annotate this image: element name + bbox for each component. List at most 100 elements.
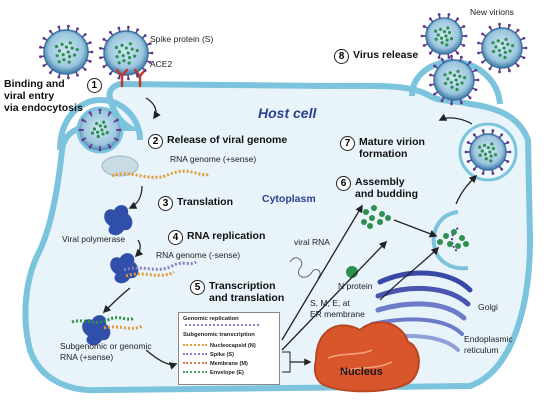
rna-dot [483,152,488,156]
label-spike-protein: Spike protein (S) [150,34,214,44]
spike-protein-head [428,17,432,21]
polymerase-1 [104,205,133,236]
rna-dot [434,37,438,41]
rna-dot [502,46,506,50]
spike-protein-head [148,60,152,64]
spike-protein-head [477,51,480,55]
virion-detail [429,54,480,106]
spike-protein-head [466,160,470,163]
rna-dot [456,69,460,73]
rna-dot [98,124,102,128]
rna-dot [64,45,69,49]
spike-protein-head [42,64,46,68]
spike-protein-head [477,41,480,45]
label-nucleus: Nucleus [340,366,383,378]
label-er: Endoplasmic reticulum [464,334,513,355]
rna-dot [489,159,493,163]
rna-dot [460,81,464,85]
host-cell-membrane [22,80,534,394]
rna-dot [446,26,450,30]
step-8: 8 Virus release [334,49,418,64]
budding-vesicle-spikes [451,227,459,253]
label-rna-genome-plus: RNA genome (+sense) [170,154,257,164]
spike-protein-head [481,172,485,175]
rna-dot [445,38,449,42]
rna-dot [67,55,72,59]
spike-protein-head [99,56,102,60]
step-4: 4 RNA replication [168,230,265,245]
spike-protein-head [108,111,112,115]
label-rna-genome-minus: RNA genome (-sense) [156,250,241,260]
rna-dot [124,46,129,50]
rna-dot [67,60,71,64]
rna-dot [452,73,457,77]
new-virion-3 [433,59,475,101]
spike-protein-head [476,78,480,82]
rna-dot [504,37,508,41]
rna-dot [447,30,452,35]
legend-item-envelope: Envelope (E) [179,370,244,376]
spike-protein-head [516,28,520,32]
nucleocapsid-cluster-1 [361,205,391,229]
rna-dot [114,45,119,50]
subgenomic-rna-strand [71,316,135,324]
rna-dot [449,37,454,41]
legend-swatch [183,362,207,366]
rna-dot [506,42,510,46]
label-subgenomic-rna: Subgenomic or genomic RNA (+sense) [60,341,152,362]
rna-dot [132,54,137,58]
rna-dot [478,153,482,157]
rna-dot [96,134,100,139]
spike-protein-head [447,56,451,59]
legend-label: Membrane (M) [210,361,248,367]
spike-protein-head [522,56,526,60]
spike-protein-head [462,25,466,28]
rna-dot [440,41,444,45]
spike-protein-head [126,25,130,29]
spike-protein-head [108,72,112,76]
rna-dot [462,76,467,80]
legend-subgenomic-transcription: Subgenomic transcription [183,332,255,338]
rna-dot [484,157,488,161]
spike-protein-head [81,138,85,142]
spike-protein-head [83,68,87,71]
new-virion-2 [481,27,523,69]
step-5: 5 Transcription and translation [190,280,284,304]
label-ace2: ACE2 [150,59,173,69]
spike-protein-head [433,92,436,96]
spike-protein-head [118,128,122,132]
rna-dot [128,42,132,46]
spike-protein-head [440,57,444,61]
spike-protein-head [98,108,102,112]
spike-protein-head [491,129,495,132]
mature-virion [469,133,507,171]
spike-protein-head [143,34,147,37]
rna-dot [442,30,446,34]
spike-protein-head [150,51,154,55]
spike-protein-head [428,51,432,55]
rna-dot [135,48,139,53]
legend-item-nucleocapsid: Nucleocapsid (N) [179,343,256,349]
spike-protein-head [136,74,139,78]
spike-protein-head [115,138,119,142]
rna-dot [480,149,484,153]
step-2-number: 2 [148,134,163,149]
spike-protein-head [464,34,468,38]
rna-dot [127,56,132,60]
spike-protein-head [422,44,426,47]
rna-dot [455,82,459,86]
step-7-number: 7 [340,136,355,151]
flow-arrows [102,97,478,370]
label-sme-membrane: S, M, E, at ER membrane [310,298,365,319]
rna-dot [496,39,500,43]
rna-dot [92,127,97,131]
rna-dot [54,44,59,49]
rna-dot [439,36,444,40]
spike-protein-head [500,167,504,171]
spike-protein-head [148,42,152,46]
rna-dot [117,61,121,65]
rna-dot [90,131,95,135]
legend-genomic-strand [185,324,259,328]
rna-genome-minus-strand-2 [125,270,175,278]
spike-protein-head [472,133,476,137]
